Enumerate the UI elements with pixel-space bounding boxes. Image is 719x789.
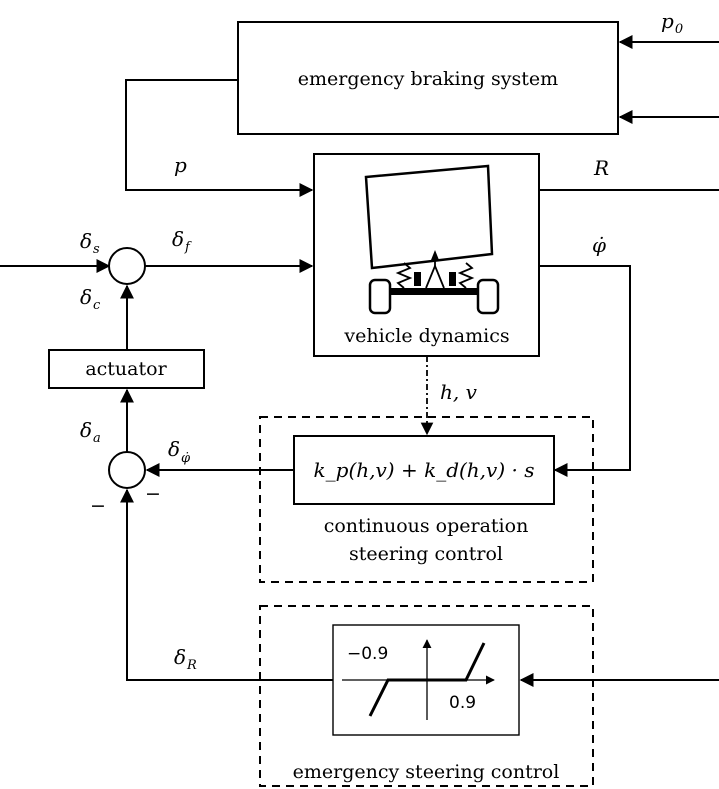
r-label: R [593,156,609,180]
right-wheel-icon [476,278,500,315]
left-damper-icon [414,272,421,286]
delta-a-label: δa [80,418,101,446]
continuous-steering-control-region [259,416,594,583]
p0-label: p0 [661,9,683,37]
upper-summing-junction [108,247,146,285]
continuous-operation-label: continuous operation [324,515,529,537]
actuator-block [48,349,205,389]
deadzone-curve [368,642,486,717]
vehicle-dynamics-block: vehicle dynamics [313,153,540,357]
emergency-braking-system-label: emergency braking system [298,68,558,90]
p-label: p [174,153,187,177]
delta-phi-dot-label: δφ̇ [168,437,191,466]
right-spring-icon [457,262,475,289]
phi-dot-label: φ̇ [592,233,606,257]
delta-s-label: δs [80,229,100,257]
steering-control-label: steering control [349,543,503,565]
delta-c-label: δc [80,285,101,313]
deadzone-right-threshold: 0.9 [449,693,476,713]
emergency-braking-system-block: emergency braking system [237,21,619,135]
lower-summing-junction [108,451,146,489]
p-signal-wire [125,79,314,197]
h-v-label: h, v [440,380,478,404]
delta-f-label: δf [172,227,192,255]
vehicle-dynamics-label: vehicle dynamics [343,325,509,347]
left-spring-icon [395,262,413,289]
delta-r-wire [120,488,333,681]
right-damper-icon [449,272,456,286]
delta-r-label: δR [174,645,197,673]
actuator-label: actuator [85,358,167,380]
emergency-steering-control-region [259,605,594,787]
axle-icon [387,288,487,295]
lower-right-minus-sign: − [145,483,161,505]
emergency-steering-control-label: emergency steering control [293,761,560,783]
pd-controller-transfer-function: k_p(h,v) + k_d(h,v) · s [314,458,535,482]
deadzone-left-threshold: −0.9 [347,644,388,664]
left-wheel-icon [368,278,392,315]
pd-controller-block [293,435,555,505]
lower-left-minus-sign: − [90,495,106,517]
vehicle-body-icon [364,164,494,270]
